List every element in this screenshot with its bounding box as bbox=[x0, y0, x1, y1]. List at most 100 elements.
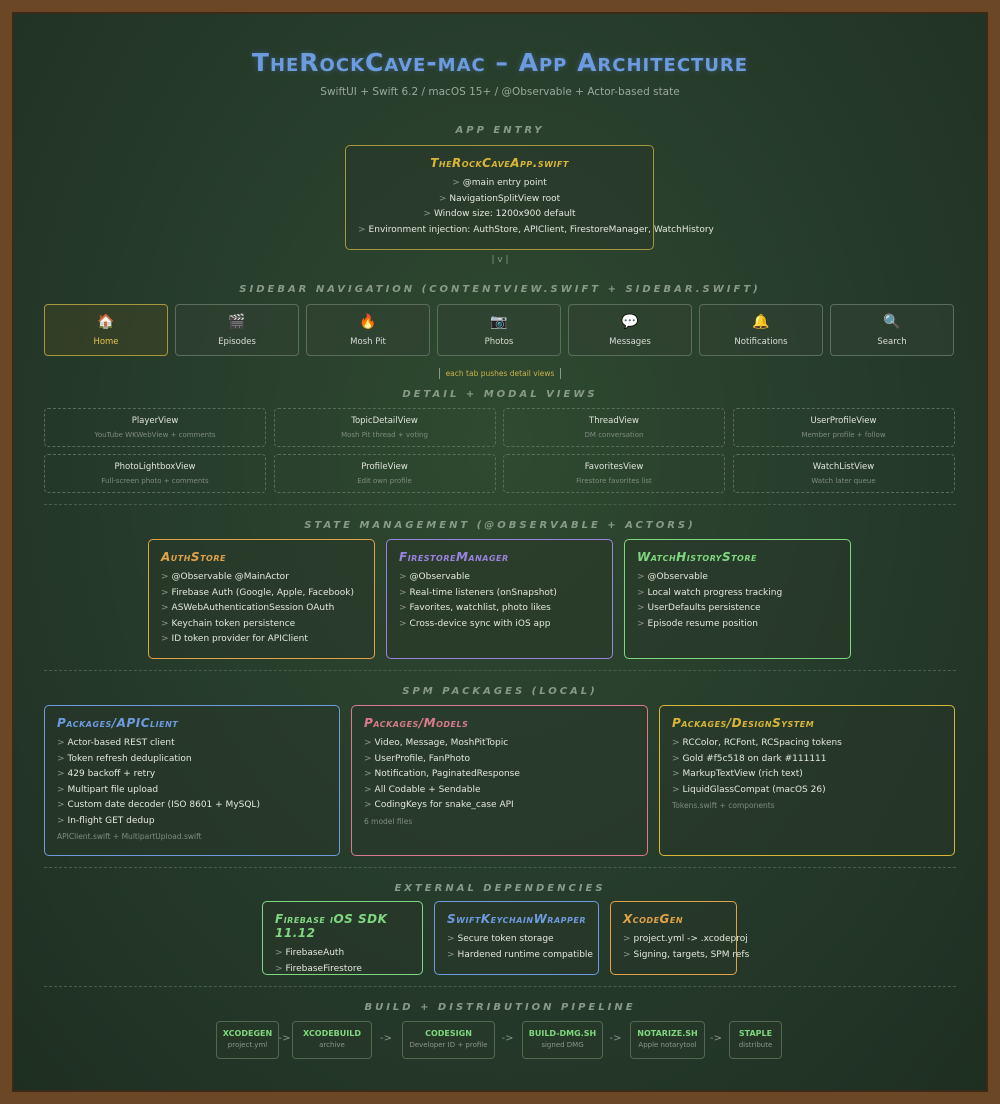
sidebar-tab-mosh-pit[interactable]: 🔥Mosh Pit bbox=[306, 304, 430, 356]
divider bbox=[44, 986, 956, 987]
spm-package-card-note: APIClient.swift + MultipartUpload.swift bbox=[57, 832, 202, 841]
sidebar-tab-notifications[interactable]: 🔔Notifications bbox=[699, 304, 823, 356]
section-build: Build + Distribution Pipeline bbox=[364, 1002, 636, 1013]
section-external: External Dependencies bbox=[394, 883, 606, 894]
section-sidebar: Sidebar Navigation (ContentView.swift + … bbox=[239, 284, 761, 295]
state-store-card: AuthStore >@Observable @MainActor >Firebas… bbox=[148, 539, 375, 659]
external-dependency-card-title: XcodeGen bbox=[623, 912, 684, 926]
sidebar-tab-episodes[interactable]: 🎬Episodes bbox=[175, 304, 299, 356]
list-item: >Window size: 1200x900 default bbox=[423, 209, 576, 219]
tabs-note: each tab pushes detail views bbox=[14, 361, 986, 380]
external-dependency-card: SwiftKeychainWrapper >Secure token storag… bbox=[434, 901, 599, 975]
list-item: >@main entry point bbox=[452, 178, 547, 188]
bell-icon: 🔔 bbox=[752, 314, 770, 330]
pipeline-step: xcodebuildarchive bbox=[292, 1021, 372, 1059]
list-item: >@Observable bbox=[399, 572, 470, 582]
list-item: >LiquidGlassCompat (macOS 26) bbox=[672, 784, 826, 795]
house-icon: 🏠 bbox=[97, 314, 115, 330]
section-state: State Management (@Observable + Actors) bbox=[304, 520, 696, 531]
list-item: >Real-time listeners (onSnapshot) bbox=[399, 587, 557, 598]
camera-icon: 📷 bbox=[490, 314, 508, 330]
entry-box: TheRockCaveApp.swift >@main entry point >… bbox=[345, 145, 714, 250]
arrow-icon: -> bbox=[609, 1033, 622, 1044]
list-item: >project.yml -> .xcodeproj bbox=[623, 934, 748, 944]
list-item: >All Codable + Sendable bbox=[364, 784, 481, 795]
section-spm: SPM Packages (Local) bbox=[402, 686, 598, 697]
list-item: >Cross-device sync with iOS app bbox=[399, 618, 551, 629]
section-app-entry: App Entry bbox=[455, 125, 545, 136]
list-item: >MarkupTextView (rich text) bbox=[672, 769, 803, 779]
arrow-icon: -> bbox=[380, 1033, 392, 1044]
spm-package-card-note: Tokens.swift + components bbox=[672, 801, 775, 810]
pipeline-step: xcodegenproject.yml bbox=[216, 1021, 279, 1059]
list-item: >Signing, targets, SPM refs bbox=[623, 949, 750, 960]
pipeline-step: build-dmg.shsigned DMG bbox=[522, 1021, 603, 1059]
state-store-card-title: WatchHistoryStore bbox=[637, 550, 757, 564]
list-item: >Custom date decoder (ISO 8601 + MySQL) bbox=[57, 800, 260, 810]
divider bbox=[44, 670, 956, 671]
list-item: >Favorites, watchlist, photo likes bbox=[399, 603, 551, 613]
fire-icon: 🔥 bbox=[359, 314, 377, 330]
entry-title: TheRockCaveApp.swift bbox=[430, 156, 569, 170]
external-dependency-card: XcodeGen >project.yml -> .xcodeproj >Signi… bbox=[610, 901, 750, 975]
list-item: >UserProfile, FanPhoto bbox=[364, 753, 471, 764]
architecture-board: TheRockCave-mac – App Architecture Swift… bbox=[12, 12, 988, 1092]
list-item: >Keychain token persistence bbox=[161, 618, 296, 629]
list-item: >@Observable bbox=[637, 572, 708, 582]
sidebar-tab-messages[interactable]: 💬Messages bbox=[568, 304, 692, 356]
list-item: >RCColor, RCFont, RCSpacing tokens bbox=[672, 738, 842, 748]
list-item: >FirebaseFirestore bbox=[275, 963, 362, 974]
page-title: TheRockCave-mac – App Architecture bbox=[251, 48, 749, 77]
page-subtitle: SwiftUI + Swift 6.2 / macOS 15+ / @Obser… bbox=[320, 86, 680, 98]
section-detail: Detail + Modal Views bbox=[402, 389, 598, 400]
sidebar-tab-search[interactable]: 🔍Search bbox=[830, 304, 954, 356]
state-store-card-title: AuthStore bbox=[161, 550, 226, 564]
spm-package-card-title: Packages/DesignSystem bbox=[672, 716, 815, 730]
list-item: >429 backoff + retry bbox=[57, 769, 156, 779]
list-item: >ID token provider for APIClient bbox=[161, 634, 308, 644]
external-dependency-card: Firebase iOS SDK 11.12>FirebaseAuth>Fire… bbox=[262, 901, 423, 975]
spm-package-card: Packages/Models >Video, Message, MoshPitT… bbox=[351, 705, 648, 856]
external-dependency-card-title: Firebase iOS SDK 11.12 bbox=[275, 912, 388, 940]
speech-bubble-icon: 💬 bbox=[621, 314, 639, 330]
list-item: >Gold #f5c518 on dark #111111 bbox=[672, 753, 827, 764]
sidebar-tab-photos[interactable]: 📷Photos bbox=[437, 304, 561, 356]
list-item: >Notification, PaginatedResponse bbox=[364, 769, 520, 779]
sidebar-tab-home[interactable]: 🏠Home bbox=[44, 304, 168, 356]
list-item: >ASWebAuthenticationSession OAuth bbox=[161, 603, 335, 613]
external-dependency-card-title: SwiftKeychainWrapper bbox=[447, 912, 587, 926]
divider bbox=[44, 867, 956, 868]
entry-connector: | v | bbox=[491, 255, 509, 265]
pipeline-step: notarize.shApple notarytool bbox=[630, 1021, 705, 1059]
spm-package-card-title: Packages/APIClient bbox=[57, 716, 179, 730]
list-item: >Local watch progress tracking bbox=[637, 587, 783, 598]
list-item: >Episode resume position bbox=[637, 618, 758, 629]
list-item: >Multipart file upload bbox=[57, 784, 159, 795]
list-item: >Token refresh deduplication bbox=[57, 753, 192, 764]
spm-package-card-title: Packages/Models bbox=[364, 716, 469, 730]
list-item: >In-flight GET dedup bbox=[57, 815, 155, 826]
magnifier-icon: 🔍 bbox=[883, 314, 901, 330]
list-item: >@Observable @MainActor bbox=[161, 572, 289, 582]
arrow-icon: -> bbox=[501, 1033, 514, 1044]
pipeline-step: stapledistribute bbox=[729, 1021, 782, 1059]
list-item: >Secure token storage bbox=[447, 934, 554, 944]
clapper-icon: 🎬 bbox=[228, 314, 246, 330]
divider bbox=[44, 504, 956, 505]
spm-package-card-note: 6 model files bbox=[364, 816, 413, 826]
list-item: >Hardened runtime compatible bbox=[447, 949, 593, 960]
state-store-card: FirestoreManager>@Observable>Real-time l… bbox=[386, 539, 613, 659]
list-item: >Video, Message, MoshPitTopic bbox=[364, 738, 509, 748]
list-item: >Firebase Auth (Google, Apple, Facebook) bbox=[161, 587, 354, 598]
spm-package-card: Packages/DesignSystem >RCColor, RCFont, R… bbox=[659, 705, 955, 856]
list-item: >NavigationSplitView root bbox=[438, 193, 561, 204]
state-store-card: WatchHistoryStore >@Observable >Local watc… bbox=[624, 539, 851, 659]
